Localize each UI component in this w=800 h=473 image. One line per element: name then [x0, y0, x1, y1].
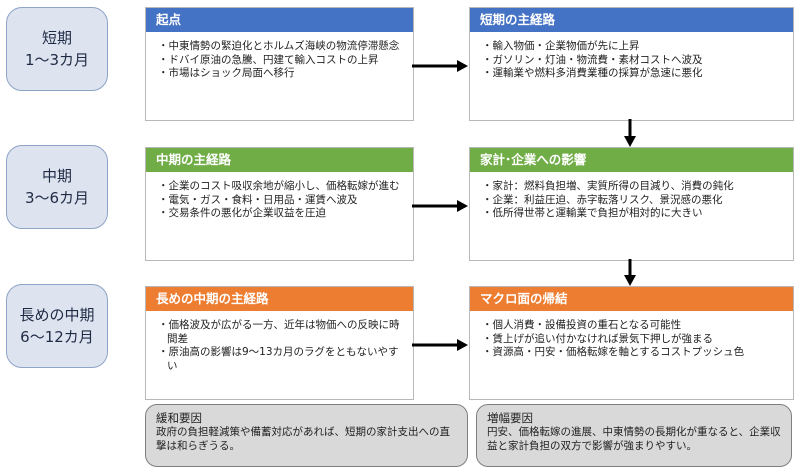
box-long-path-title: 長めの中期の主経路: [146, 287, 413, 311]
note-mitigating: 緩和要因 政府の負担軽減策や備蓄対応があれば、短期の家計支出への直撃は和らぎうる…: [145, 404, 468, 467]
box-mid-path: 中期の主経路 企業のコスト吸収余地が縮小し、価格転嫁が進む 電気・ガス・食料・日…: [145, 147, 414, 261]
period-long: 長めの中期 6〜12カ月: [6, 284, 108, 368]
box-origin-title: 起点: [146, 8, 413, 32]
box-short-path-item: ガソリン・灯油・物流費・素材コストへ波及: [482, 54, 785, 68]
period-long-line1: 長めの中期: [19, 306, 95, 324]
note-amplifying-text: 円安、価格転嫁の進展、中東情勢の長期化が重なると、企業収益と家計負担の双方で影響…: [487, 426, 781, 452]
box-short-path-title: 短期の主経路: [470, 8, 793, 32]
box-mid-path-item: 電気・ガス・食料・日用品・運賃へ波及: [158, 194, 405, 208]
box-origin-item: 市場はショック局面へ移行: [158, 67, 405, 81]
box-macro: マクロ面の帰結 個人消費・設備投資の重石となる可能性 賃上げが追い付かなければ景…: [469, 286, 794, 400]
box-origin-item: 中東情勢の緊迫化とホルムズ海峡の物流停滞懸念: [158, 40, 405, 54]
note-mitigating-text: 政府の負担軽減策や備蓄対応があれば、短期の家計支出への直撃は和らぎうる。: [156, 426, 450, 452]
box-mid-path-title: 中期の主経路: [146, 148, 413, 172]
box-short-path: 短期の主経路 輸入物価・企業物価が先に上昇 ガソリン・灯油・物流費・素材コストへ…: [469, 7, 794, 121]
period-short: 短期 1〜3カ月: [6, 7, 108, 91]
box-macro-title: マクロ面の帰結: [470, 287, 793, 311]
box-long-path: 長めの中期の主経路 価格波及が広がる一方、近年は物価への反映に時間差 原油高の影…: [145, 286, 414, 400]
note-amplifying: 増幅要因 円安、価格転嫁の進展、中東情勢の長期化が重なると、企業収益と家計負担の…: [476, 404, 792, 467]
box-household-item: 家計：燃料負担増、実質所得の目減り、消費の鈍化: [482, 180, 785, 194]
box-household-item: 企業：利益圧迫、赤字転落リスク、景況感の悪化: [482, 194, 785, 208]
box-short-path-item: 輸入物価・企業物価が先に上昇: [482, 40, 785, 54]
note-amplifying-title: 増幅要因: [487, 411, 533, 425]
period-mid-line1: 中期: [41, 167, 72, 185]
period-short-line1: 短期: [41, 29, 72, 47]
box-macro-item: 賃上げが追い付かなければ景気下押しが強まる: [482, 333, 785, 347]
period-short-line2: 1〜3カ月: [24, 51, 90, 69]
note-mitigating-title: 緩和要因: [156, 411, 202, 425]
box-long-path-item: 価格波及が広がる一方、近年は物価への反映に時間差: [158, 319, 405, 346]
period-long-line2: 6〜12カ月: [20, 328, 94, 346]
box-household: 家計･企業への影響 家計：燃料負担増、実質所得の目減り、消費の鈍化 企業：利益圧…: [469, 147, 794, 261]
box-mid-path-item: 交易条件の悪化が企業収益を圧迫: [158, 207, 405, 221]
box-household-title: 家計･企業への影響: [470, 148, 793, 172]
period-mid-line2: 3〜6カ月: [24, 189, 90, 207]
box-origin-item: ドバイ原油の急騰、円建て輸入コストの上昇: [158, 54, 405, 68]
box-household-item: 低所得世帯と運輸業で負担が相対的に大きい: [482, 207, 785, 221]
box-short-path-item: 運輸業や燃料多消費業種の採算が急速に悪化: [482, 67, 785, 81]
box-long-path-item: 原油高の影響は9〜13カ月のラグをともないやすい: [158, 346, 405, 373]
period-mid: 中期 3〜6カ月: [6, 145, 108, 229]
box-macro-item: 資源高・円安・価格転嫁を軸とするコストプッシュ色: [482, 346, 785, 360]
box-macro-item: 個人消費・設備投資の重石となる可能性: [482, 319, 785, 333]
box-mid-path-item: 企業のコスト吸収余地が縮小し、価格転嫁が進む: [158, 180, 405, 194]
box-origin: 起点 中東情勢の緊迫化とホルムズ海峡の物流停滞懸念 ドバイ原油の急騰、円建て輸入…: [145, 7, 414, 121]
